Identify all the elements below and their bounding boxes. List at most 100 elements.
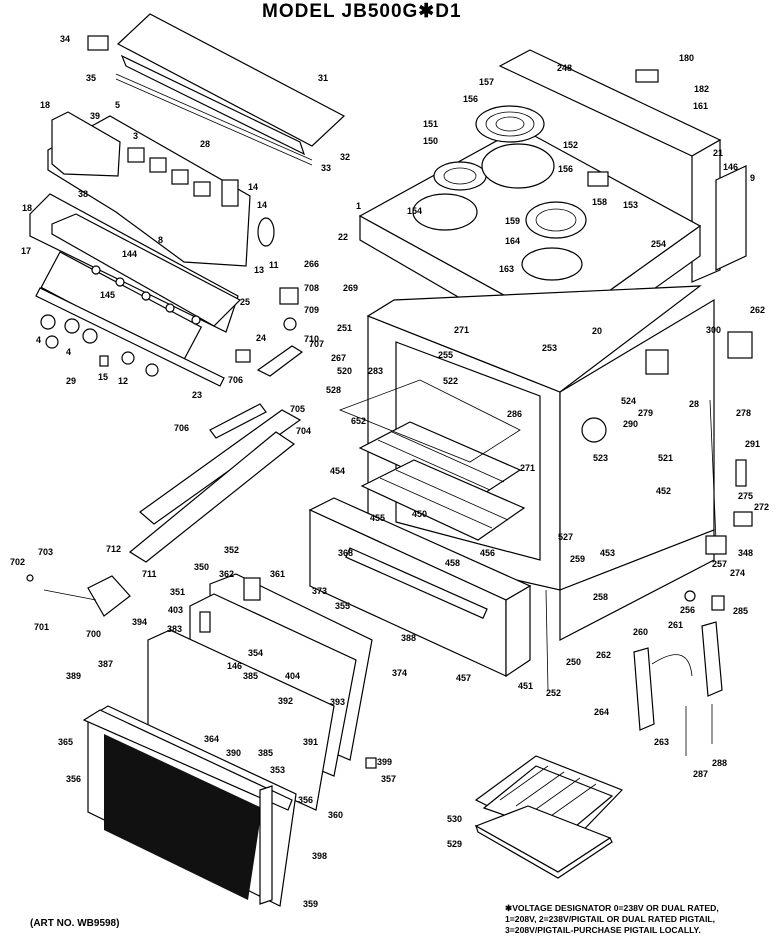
part-callout-20: 20 xyxy=(592,326,602,336)
part-callout-365: 365 xyxy=(58,737,73,747)
part-callout-457: 457 xyxy=(456,673,471,683)
part-callout-262: 262 xyxy=(596,650,611,660)
part-callout-450: 450 xyxy=(412,509,427,519)
part-callout-356: 356 xyxy=(298,795,313,805)
part-callout-274: 274 xyxy=(730,568,745,578)
part-callout-35: 35 xyxy=(86,73,96,83)
part-callout-4: 4 xyxy=(66,347,71,357)
part-callout-520: 520 xyxy=(337,366,352,376)
part-callout-389: 389 xyxy=(66,671,81,681)
part-callout-394: 394 xyxy=(132,617,147,627)
part-callout-256: 256 xyxy=(680,605,695,615)
part-callout-33: 33 xyxy=(321,163,331,173)
part-callout-391: 391 xyxy=(303,737,318,747)
part-callout-18: 18 xyxy=(40,100,50,110)
voltage-note: ✱VOLTAGE DESIGNATOR 0=238V OR DUAL RATED… xyxy=(505,903,719,936)
part-callout-404: 404 xyxy=(285,671,300,681)
part-callout-359: 359 xyxy=(303,899,318,909)
part-callout-353: 353 xyxy=(270,765,285,775)
part-callout-700: 700 xyxy=(86,629,101,639)
part-callout-285: 285 xyxy=(733,606,748,616)
part-callout-146: 146 xyxy=(723,162,738,172)
part-callout-21: 21 xyxy=(713,148,723,158)
part-callout-4: 4 xyxy=(36,335,41,345)
part-callout-351: 351 xyxy=(170,587,185,597)
part-callout-266: 266 xyxy=(304,259,319,269)
parts-707-710 xyxy=(235,287,304,377)
part-callout-705: 705 xyxy=(290,404,305,414)
part-callout-264: 264 xyxy=(594,707,609,717)
part-callout-286: 286 xyxy=(507,409,522,419)
control-bracket xyxy=(47,111,275,267)
part-callout-13: 13 xyxy=(254,265,264,275)
part-callout-154: 154 xyxy=(407,206,422,216)
part-callout-271: 271 xyxy=(454,325,469,335)
part-callout-393: 393 xyxy=(330,697,345,707)
part-callout-709: 709 xyxy=(304,305,319,315)
part-callout-157: 157 xyxy=(479,77,494,87)
part-callout-398: 398 xyxy=(312,851,327,861)
door-hinges-260-288 xyxy=(633,621,723,756)
part-callout-161: 161 xyxy=(693,101,708,111)
part-callout-287: 287 xyxy=(693,769,708,779)
part-callout-710: 710 xyxy=(304,334,319,344)
part-callout-390: 390 xyxy=(226,748,241,758)
part-callout-8: 8 xyxy=(158,235,163,245)
side-panel-146 xyxy=(715,165,747,271)
part-callout-29: 29 xyxy=(66,376,76,386)
rails-704-706 xyxy=(128,403,302,563)
part-callout-32: 32 xyxy=(340,152,350,162)
part-callout-524: 524 xyxy=(621,396,636,406)
part-callout-387: 387 xyxy=(98,659,113,669)
part-callout-14: 14 xyxy=(257,200,267,210)
oven-racks xyxy=(358,421,526,541)
part-callout-383: 383 xyxy=(167,624,182,634)
part-callout-180: 180 xyxy=(679,53,694,63)
part-callout-39: 39 xyxy=(90,111,100,121)
part-callout-453: 453 xyxy=(600,548,615,558)
part-callout-261: 261 xyxy=(668,620,683,630)
part-callout-403: 403 xyxy=(168,605,183,615)
part-callout-712: 712 xyxy=(106,544,121,554)
right-side-parts xyxy=(545,399,753,691)
part-callout-31: 31 xyxy=(318,73,328,83)
door-inner-panels xyxy=(147,573,373,811)
part-callout-290: 290 xyxy=(623,419,638,429)
part-callout-156: 156 xyxy=(463,94,478,104)
part-callout-275: 275 xyxy=(738,491,753,501)
part-callout-279: 279 xyxy=(638,408,653,418)
part-callout-18: 18 xyxy=(22,203,32,213)
part-callout-291: 291 xyxy=(745,439,760,449)
part-callout-283: 283 xyxy=(368,366,383,376)
part-callout-451: 451 xyxy=(518,681,533,691)
part-callout-288: 288 xyxy=(712,758,727,768)
part-callout-263: 263 xyxy=(654,737,669,747)
part-callout-300: 300 xyxy=(706,325,721,335)
part-callout-1: 1 xyxy=(356,201,361,211)
part-callout-529: 529 xyxy=(447,839,462,849)
part-callout-257: 257 xyxy=(712,559,727,569)
part-callout-355: 355 xyxy=(335,601,350,611)
part-callout-11: 11 xyxy=(269,260,279,270)
part-callout-361: 361 xyxy=(270,569,285,579)
storage-drawer xyxy=(308,497,532,678)
part-callout-357: 357 xyxy=(381,774,396,784)
part-callout-14: 14 xyxy=(248,182,258,192)
part-callout-146: 146 xyxy=(227,661,242,671)
art-number: (ART NO. WB9598) xyxy=(30,918,120,929)
voltage-note-line: 1=208V, 2=238V/PIGTAIL OR DUAL RATED PIG… xyxy=(505,914,715,924)
part-callout-15: 15 xyxy=(98,372,108,382)
part-callout-144: 144 xyxy=(122,249,137,259)
part-callout-17: 17 xyxy=(21,246,31,256)
bake-element xyxy=(338,379,521,463)
part-callout-364: 364 xyxy=(204,734,219,744)
part-callout-399: 399 xyxy=(377,757,392,767)
part-callout-523: 523 xyxy=(593,453,608,463)
part-callout-373: 373 xyxy=(312,586,327,596)
clip-34 xyxy=(87,35,109,51)
part-callout-24: 24 xyxy=(256,333,266,343)
trim-strip-23 xyxy=(35,287,225,387)
voltage-note-line: ✱VOLTAGE DESIGNATOR 0=238V OR DUAL RATED… xyxy=(505,903,719,913)
part-callout-652: 652 xyxy=(351,416,366,426)
part-callout-356: 356 xyxy=(66,774,81,784)
